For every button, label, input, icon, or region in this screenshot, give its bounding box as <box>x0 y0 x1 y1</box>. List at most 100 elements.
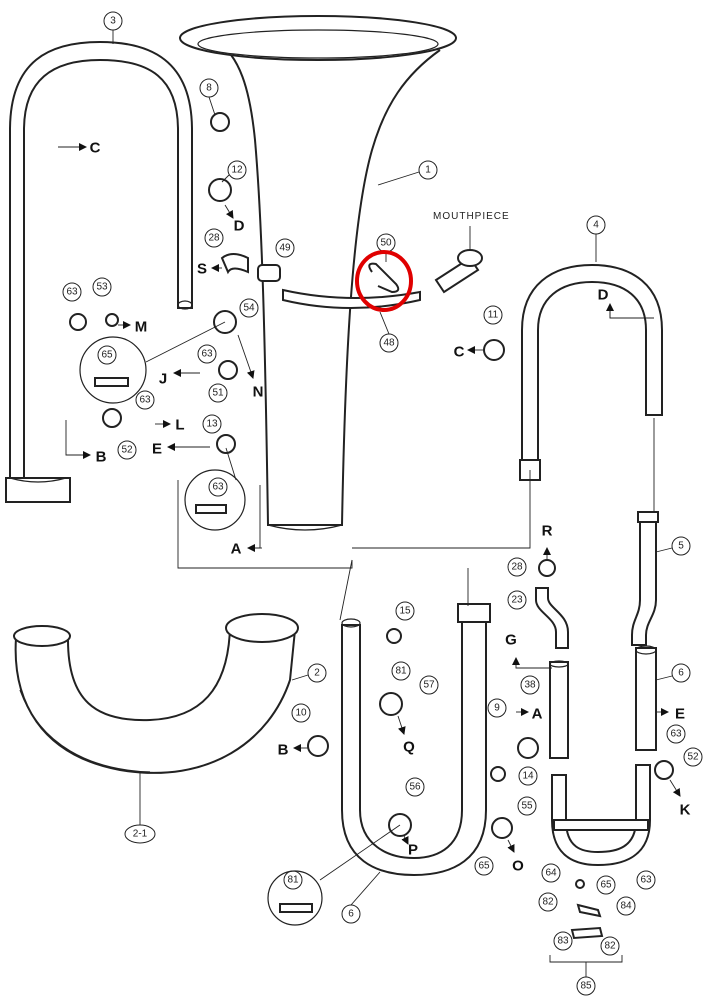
callout-85: 85 <box>576 976 596 996</box>
svg-text:63: 63 <box>640 875 652 886</box>
callout-1: 1 <box>418 160 438 180</box>
callout-83: 83 <box>553 931 573 951</box>
connection-lines <box>65 305 655 621</box>
letter-D-2: D <box>598 287 609 304</box>
tube-2 <box>13 613 299 774</box>
svg-text:4: 4 <box>593 220 599 231</box>
callout-63: 63 <box>636 870 656 890</box>
callout-48: 52 <box>683 747 703 767</box>
svg-text:63: 63 <box>670 729 682 740</box>
tube-3 <box>5 40 193 503</box>
callout-56b: 65 <box>474 856 494 876</box>
svg-text:1: 1 <box>425 165 431 176</box>
svg-text:63: 63 <box>139 395 151 406</box>
svg-text:28: 28 <box>208 233 220 244</box>
svg-text:63: 63 <box>66 287 78 298</box>
svg-text:84: 84 <box>620 901 632 912</box>
svg-text:52: 52 <box>687 752 699 763</box>
svg-text:51: 51 <box>212 388 224 399</box>
svg-text:54: 54 <box>243 303 255 314</box>
svg-text:10: 10 <box>295 708 307 719</box>
callout-11: 11 <box>483 305 503 325</box>
letter-G: G <box>505 632 517 649</box>
callout-7: 6 <box>671 663 691 683</box>
svg-text:11: 11 <box>488 310 499 321</box>
svg-text:85: 85 <box>580 981 592 992</box>
callout-55e: 63 <box>666 724 686 744</box>
svg-text:64: 64 <box>545 868 557 879</box>
part-46-crook <box>368 262 400 294</box>
svg-text:2: 2 <box>314 668 320 679</box>
callout-55d: 63 <box>208 477 228 497</box>
svg-text:2-1: 2-1 <box>133 829 148 840</box>
svg-text:28: 28 <box>511 562 523 573</box>
letter-D-1: D <box>234 218 245 235</box>
svg-text:6: 6 <box>348 909 354 920</box>
svg-text:3: 3 <box>110 16 116 27</box>
callout-49: 52 <box>117 440 137 460</box>
callout-55b: 63 <box>197 344 217 364</box>
callout-45: 49 <box>275 238 295 258</box>
callout-12: 12 <box>227 160 247 180</box>
svg-text:52: 52 <box>121 445 133 456</box>
svg-text:14: 14 <box>522 771 534 782</box>
callout-81: 82 <box>600 936 620 956</box>
callout-50: 53 <box>92 277 112 297</box>
letter-P: P <box>408 842 418 859</box>
svg-text:82: 82 <box>604 941 616 952</box>
callout-65: 65 <box>596 875 616 895</box>
callout-55c: 63 <box>135 390 155 410</box>
callout-52: 55 <box>517 796 537 816</box>
callout-57a: 81 <box>391 661 411 681</box>
svg-text:81: 81 <box>287 875 299 886</box>
tube-5 <box>519 263 663 481</box>
letter-A-2: A <box>532 706 543 723</box>
tube-7 <box>635 645 657 751</box>
highlight-ring <box>355 250 413 312</box>
letter-E-1: E <box>152 441 162 458</box>
callout-44: 48 <box>379 333 399 353</box>
letter-O: O <box>512 858 524 875</box>
letter-Q: Q <box>403 739 415 756</box>
svg-text:65: 65 <box>478 861 490 872</box>
callout-2: 2 <box>307 663 327 683</box>
svg-text:56: 56 <box>409 782 421 793</box>
callout-2-1: 2-1 <box>124 824 156 844</box>
tube-38 <box>549 660 569 759</box>
callout-leaders <box>112 30 673 977</box>
callout-53: 56 <box>405 777 425 797</box>
callout-51: 54 <box>239 298 259 318</box>
letter-S: S <box>197 261 207 278</box>
callout-5: 4 <box>586 215 606 235</box>
tube-6 <box>631 511 659 646</box>
letter-R: R <box>542 523 553 540</box>
svg-text:63: 63 <box>201 349 213 360</box>
callout-4: 6 <box>341 904 361 924</box>
letter-K: K <box>680 802 691 819</box>
tube-63 <box>551 764 651 867</box>
svg-text:82: 82 <box>542 897 554 908</box>
callout-64: 64 <box>541 863 561 883</box>
part-number-callouts: 3 1 8 12 28 49 50 48 4 11 63 53 54 65 63… <box>62 11 703 996</box>
callout-13: 13 <box>202 414 222 434</box>
callout-6: 5 <box>671 536 691 556</box>
svg-text:81: 81 <box>395 666 407 677</box>
callout-38: 38 <box>520 675 540 695</box>
callout-16: 28 <box>204 228 224 248</box>
small-parts <box>69 112 674 940</box>
callout-23: 23 <box>507 590 527 610</box>
callout-3: 3 <box>103 11 123 31</box>
mouthpiece-label: MOUTHPIECE <box>433 211 510 222</box>
letter-C-1: C <box>90 140 101 157</box>
letter-B-1: B <box>96 449 107 466</box>
svg-text:65: 65 <box>600 880 612 891</box>
callout-9: 9 <box>487 698 507 718</box>
callout-54: 57 <box>419 675 439 695</box>
svg-text:48: 48 <box>383 338 395 349</box>
bell-section <box>179 15 457 531</box>
svg-text:15: 15 <box>399 606 411 617</box>
callout-10: 10 <box>291 703 311 723</box>
svg-text:8: 8 <box>206 83 212 94</box>
svg-text:38: 38 <box>524 680 536 691</box>
